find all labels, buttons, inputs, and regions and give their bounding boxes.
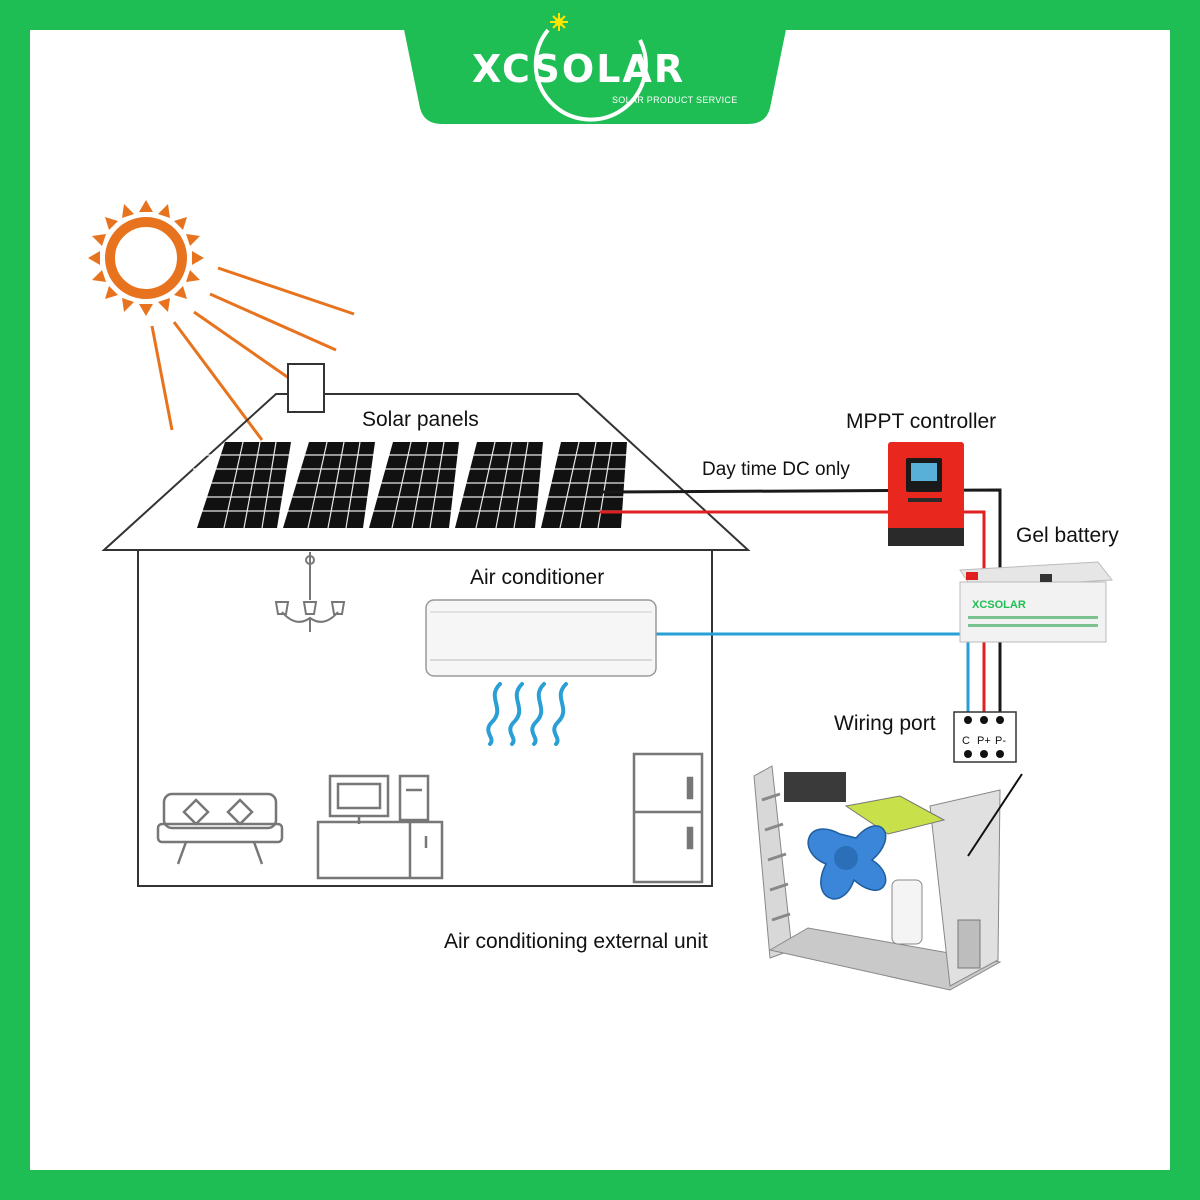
solar-panel-icon bbox=[369, 442, 459, 528]
wiring-port-label: Wiring port bbox=[834, 712, 936, 735]
airflow-icon bbox=[486, 682, 568, 746]
solar-panels bbox=[187, 441, 630, 529]
solar-panel-icon bbox=[197, 442, 291, 528]
house-outline bbox=[101, 363, 751, 887]
dc-wires bbox=[599, 488, 1002, 716]
negative-wire bbox=[599, 488, 1002, 570]
indoor-ac-icon bbox=[425, 599, 657, 677]
air-conditioner-label: Air conditioner bbox=[470, 566, 605, 589]
mppt-controller-label: MPPT controller bbox=[846, 410, 997, 433]
solar-panel-icon bbox=[455, 442, 543, 528]
brand-tagline: SOLAR PRODUCT SERVICE bbox=[612, 95, 738, 105]
refrigerator-icon bbox=[632, 752, 704, 884]
wiring-port-icon: C P+ P- bbox=[953, 711, 1017, 763]
signal-wire bbox=[656, 632, 970, 716]
solar-panels-label: Solar panels bbox=[362, 408, 479, 431]
terminal-p-plus: P+ bbox=[977, 735, 991, 747]
day-time-label: Day time DC only bbox=[702, 459, 850, 480]
terminal-p-minus: P- bbox=[995, 735, 1006, 747]
brand-name: XCSOLAR bbox=[472, 47, 686, 91]
positive-wire bbox=[600, 510, 986, 570]
chandelier-icon bbox=[274, 552, 346, 632]
external-unit-label: Air conditioning external unit bbox=[444, 930, 708, 953]
terminal-c: C bbox=[962, 735, 970, 747]
gel-battery-icon: XCSOLAR bbox=[959, 561, 1113, 643]
solar-panel-icon bbox=[283, 442, 375, 528]
mppt-controller-icon bbox=[888, 442, 964, 546]
outdoor-unit-icon bbox=[753, 765, 1023, 991]
gel-battery-label: Gel battery bbox=[1016, 524, 1119, 547]
computer-desk-icon bbox=[316, 774, 444, 880]
battery-brand: XCSOLAR bbox=[972, 599, 1026, 611]
solar-panel-icon bbox=[541, 442, 627, 528]
sun-icon bbox=[88, 200, 204, 316]
sofa-icon bbox=[156, 792, 284, 865]
